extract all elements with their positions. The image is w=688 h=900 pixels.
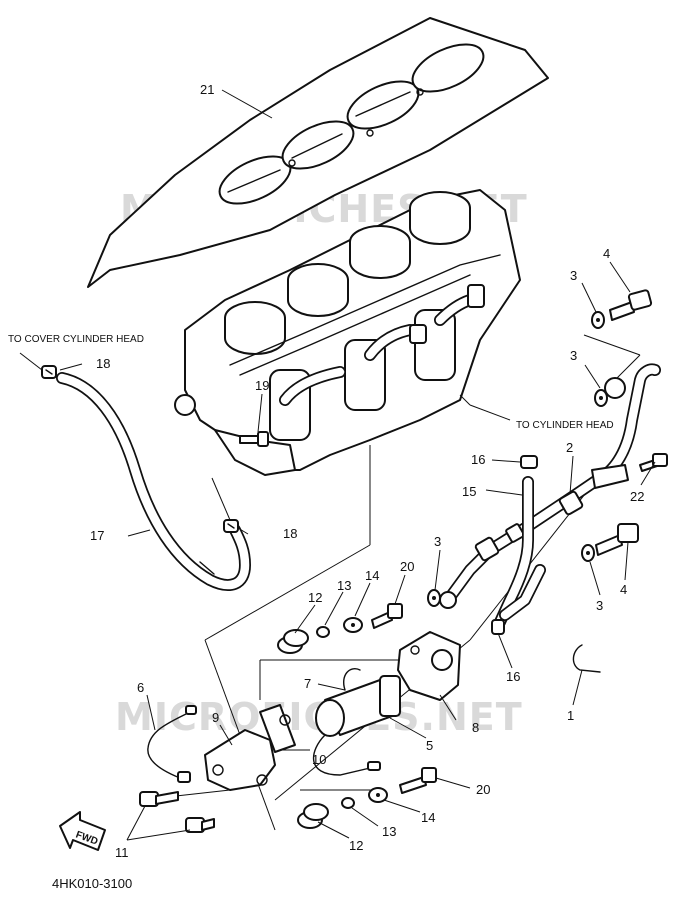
callout-16-lower: 16 [506,669,520,684]
callout-14-bottom: 14 [421,810,435,825]
hose-clip-16-top [520,455,538,469]
collar-13-bottom [341,797,355,809]
bolt-11-a [139,791,179,807]
note-to-cylinder-head: TO CYLINDER HEAD [516,420,614,431]
callout-3-mid: 3 [570,348,577,363]
hose-clip-18-top [41,365,57,379]
callout-18-lower: 18 [283,526,297,541]
bolt-11-b [185,817,215,833]
bracket-9 [204,729,276,791]
forward-arrow-icon: FWD [59,811,106,851]
bolt-22 [639,453,668,472]
collar-13-top [316,626,330,638]
washer-3-top [591,311,605,329]
callout-12-top: 12 [308,590,322,605]
grommet-12-top [277,629,309,654]
washer-14-top [343,617,363,633]
callout-8: 8 [472,720,479,735]
callout-19: 19 [255,378,269,393]
callout-22: 22 [630,489,644,504]
callout-20-top: 20 [400,559,414,574]
callout-18-top: 18 [96,356,110,371]
washer-3-mid [594,389,608,407]
bolt-4-top [609,289,653,321]
callout-11: 11 [115,845,129,860]
callout-1: 1 [567,708,574,723]
washer-3-right [581,544,595,562]
callout-15: 15 [462,484,476,499]
hose-clip-18-lower [223,519,239,533]
bracket-8 [397,631,461,701]
cable-6 [147,705,197,783]
grommet-12-bottom [297,803,329,829]
callout-13-top: 13 [337,578,351,593]
callout-17: 17 [90,528,104,543]
callout-16-top: 16 [471,452,485,467]
callout-leaders [59,89,656,841]
callout-7: 7 [304,676,311,691]
callout-21: 21 [200,82,214,97]
diagram-code: 4HK010-3100 [52,876,132,891]
callout-5: 5 [426,738,433,753]
washer-3-left [427,589,441,607]
screw-19 [239,431,269,447]
callout-3-left: 3 [434,534,441,549]
callout-4-top: 4 [603,246,610,261]
note-to-cover-cylinder-head: TO COVER CYLINDER HEAD [8,334,144,345]
plate-10 [259,704,296,753]
callout-3-top: 3 [570,268,577,283]
screw-20-top [371,603,403,629]
callout-3-right: 3 [596,598,603,613]
hose-17 [56,372,251,591]
callout-6: 6 [137,680,144,695]
callout-20-bottom: 20 [476,782,490,797]
wire-lead-7 [313,734,381,776]
hose-15 [494,476,546,628]
screw-20-bottom [399,767,437,794]
callout-2: 2 [566,440,573,455]
pipe-assembly-2 [439,363,661,609]
hose-clip-16-lower [491,619,505,635]
callout-4-right: 4 [620,582,627,597]
callout-14-top: 14 [365,568,379,583]
actuator-5 [315,668,401,737]
spring-clip-1 [572,644,601,673]
air-duct-plate [87,17,549,288]
callout-12-bottom: 12 [349,838,363,853]
callout-10: 10 [312,752,326,767]
callout-13-bottom: 13 [382,824,396,839]
bolt-4-right [595,523,639,556]
washer-14-bottom [368,787,388,803]
callout-9: 9 [212,710,219,725]
carburetor-assembly [174,189,521,476]
